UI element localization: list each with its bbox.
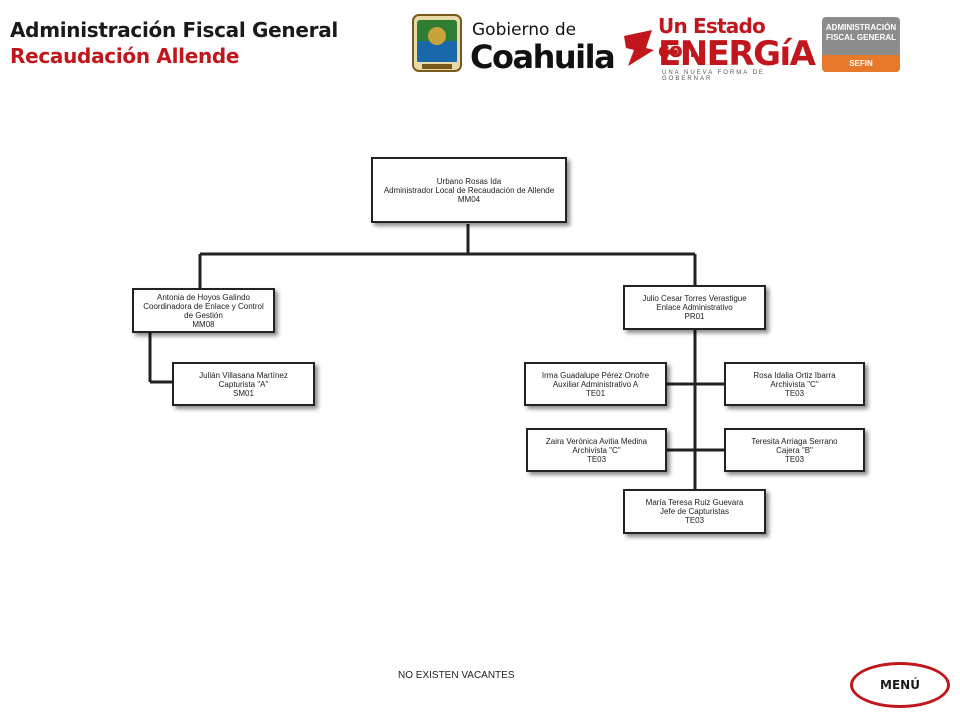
node-role: Jefe de Capturistas	[660, 507, 729, 516]
org-node-enlace: Julio Cesar Torres Verastigue Enlace Adm…	[623, 285, 766, 330]
energia-mark-icon	[624, 30, 654, 66]
node-code: TE01	[585, 388, 606, 398]
node-code: TE03	[784, 388, 805, 398]
node-name: Julio Cesar Torres Verastigue	[642, 294, 747, 303]
node-name: Rosa Idalia Ortiz Ibarra	[753, 370, 836, 380]
org-node-auxiliar: Irma Guadalupe Pérez Onofre Auxiliar Adm…	[524, 362, 667, 406]
page-title: Administración Fiscal General	[10, 18, 338, 42]
coahuila-shield-logo	[412, 14, 462, 72]
afg-line1: ADMINISTRACIÓN	[825, 23, 897, 32]
org-node-root: Urbano Rosas Ida Administrador Local de …	[371, 157, 567, 223]
node-role: Enlace Administrativo	[656, 303, 733, 312]
vacancies-note: NO EXISTEN VACANTES	[398, 670, 515, 681]
node-code: TE03	[784, 454, 805, 464]
org-node-archivista-1: Rosa Idalia Ortiz Ibarra Archivista "C" …	[724, 362, 865, 406]
node-name: Irma Guadalupe Pérez Onofre	[541, 370, 650, 380]
node-code: TE03	[586, 454, 607, 464]
gobierno-coahuila-logo: Gobierno de Coahuila	[470, 16, 616, 76]
node-role: Archivista "C"	[770, 379, 819, 389]
coahuila-label: Coahuila	[470, 38, 616, 76]
estado-energia-logo: Un Estado con ENERGíA UNA NUEVA FORMA DE…	[622, 14, 816, 82]
energia-top-text: Un Estado con	[658, 14, 766, 62]
node-name: María Teresa Ruiz Guevara	[645, 498, 744, 507]
node-code: PR01	[684, 312, 705, 321]
node-name: Zaira Verónica Avitia Medina	[545, 436, 648, 446]
gobierno-label: Gobierno de	[472, 20, 577, 40]
node-name: Antonia de Hoyos Galindo	[157, 292, 250, 302]
org-node-coordinadora: Antonia de Hoyos Galindo Coordinadora de…	[132, 288, 275, 333]
node-role: Administrador Local de Recaudación de Al…	[383, 185, 555, 195]
afg-line2: FISCAL GENERAL	[825, 33, 897, 42]
node-role: Cajera "B"	[776, 445, 813, 455]
node-code: MM08	[192, 319, 215, 329]
node-code: TE03	[684, 516, 705, 525]
node-code: SM01	[233, 388, 254, 398]
org-node-cajera: Teresita Arriaga Serrano Cajera "B" TE03	[724, 428, 865, 472]
sefin-label: SEFIN	[822, 55, 900, 72]
node-role: Auxiliar Administrativo A	[552, 379, 639, 389]
page-subtitle: Recaudación Allende	[10, 44, 240, 68]
node-name: Julián Villasana Martínez	[199, 370, 288, 380]
menu-button[interactable]: MENÚ	[850, 662, 950, 708]
org-node-jefe-capturistas: María Teresa Ruiz Guevara Jefe de Captur…	[623, 489, 766, 534]
node-name: Urbano Rosas Ida	[436, 176, 502, 186]
energia-big-text: ENERGíA	[658, 34, 816, 74]
org-node-archivista-2: Zaira Verónica Avitia Medina Archivista …	[526, 428, 667, 472]
node-code: MM04	[457, 194, 481, 204]
afg-sefin-logo: ADMINISTRACIÓN FISCAL GENERAL SEFIN	[822, 17, 900, 72]
node-role: Coordinadora de Enlace y Control de Gest…	[143, 301, 264, 320]
org-node-capturista: Julián Villasana Martínez Capturista "A"…	[172, 362, 315, 406]
node-role: Capturista "A"	[218, 379, 269, 389]
node-role: Archivista "C"	[572, 445, 621, 455]
energia-tagline: UNA NUEVA FORMA DE GOBERNAR	[662, 70, 765, 82]
node-name: Teresita Arriaga Serrano	[751, 436, 838, 446]
